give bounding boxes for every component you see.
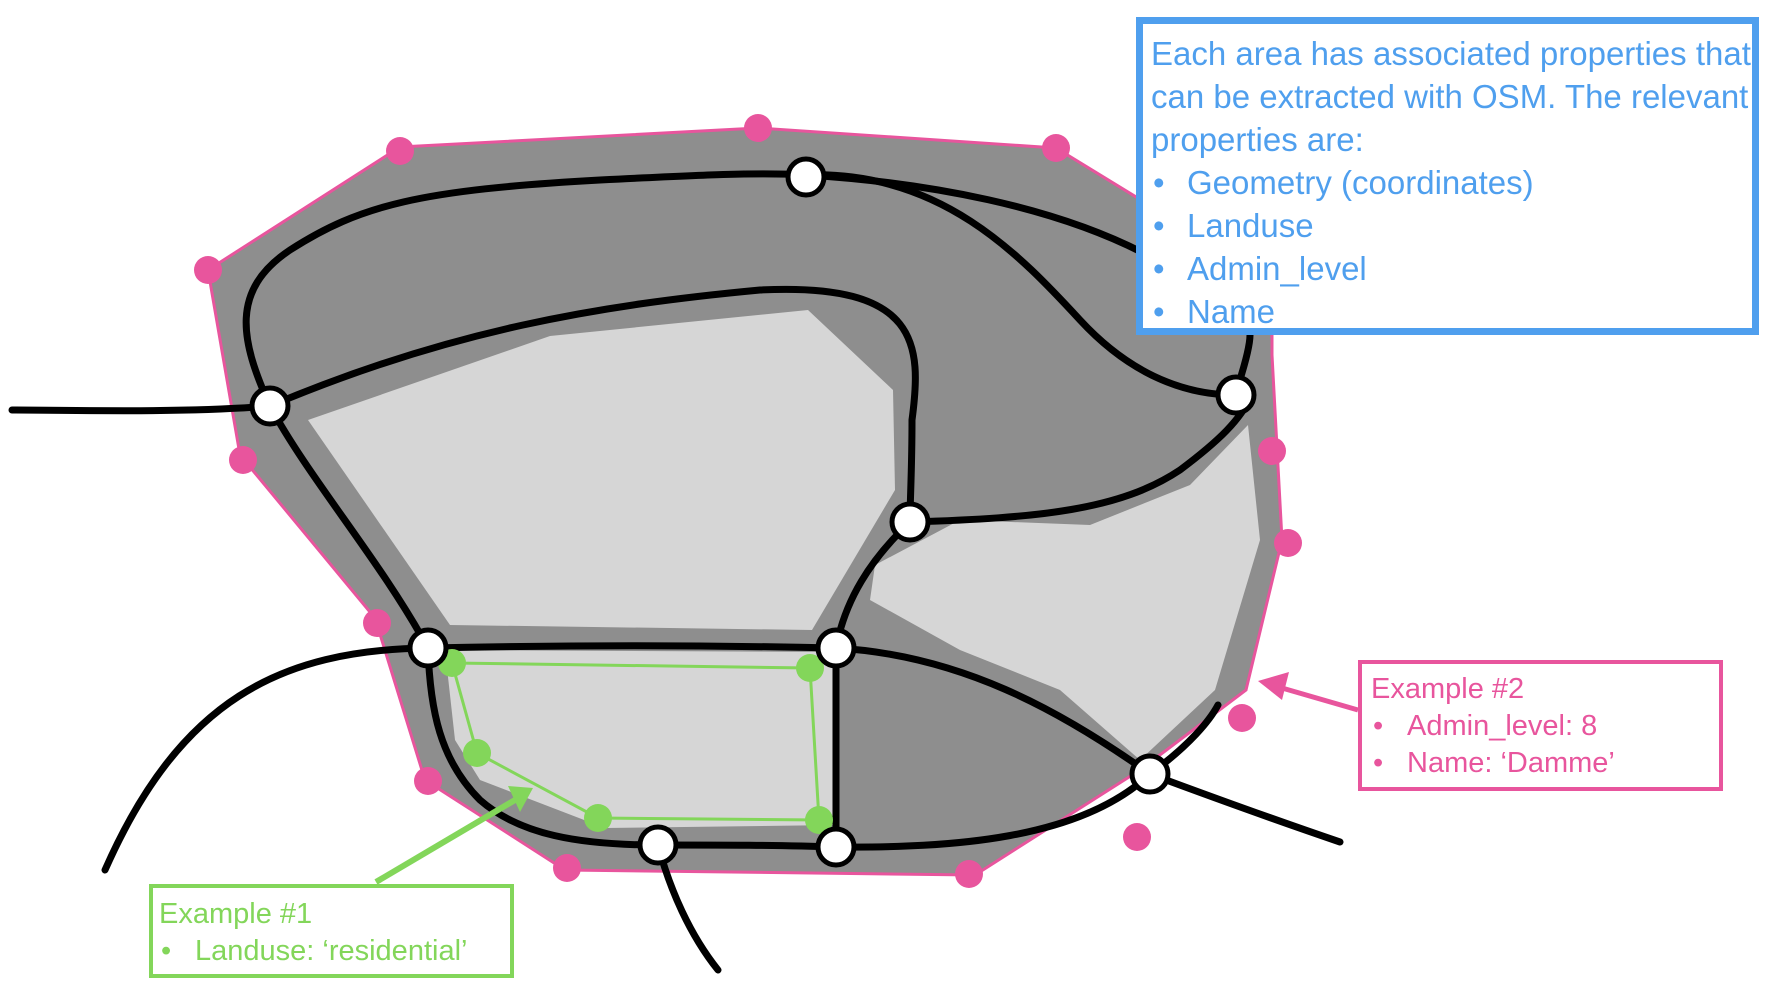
osm-properties-info-box: Each area has associated properties that… (1136, 17, 1759, 335)
landuse-residential-outline (450, 661, 821, 822)
road-east-exit (1146, 770, 1344, 846)
road-network (8, 170, 1344, 974)
road-east-top (802, 171, 1239, 399)
info-box-property-list: Geometry (coordinates) Landuse Admin_lev… (1151, 161, 1752, 333)
road-south-bottom (654, 770, 1154, 851)
road-southeast (832, 644, 1154, 778)
info-property-item: Admin_level (1151, 247, 1752, 290)
info-property-item: Geometry (coordinates) (1151, 161, 1752, 204)
example1-item: Landuse: ‘residential’ (159, 933, 510, 970)
example1-arrow (374, 786, 533, 885)
road-north-loop (242, 170, 1164, 410)
example1-list: Landuse: ‘residential’ (159, 933, 510, 970)
light-area-top (308, 310, 895, 630)
road-west-south (266, 402, 432, 652)
info-property-item: Landuse (1151, 204, 1752, 247)
light-area-bottom-left (445, 650, 838, 828)
road-cross-main (424, 642, 840, 652)
example2-item: Admin_level: 8 (1371, 708, 1719, 745)
example2-list: Admin_level: 8 Name: ‘Damme’ (1371, 708, 1719, 782)
example1-box: Example #1 Landuse: ‘residential’ (149, 884, 514, 978)
info-property-item: Name (1151, 290, 1752, 333)
admin-boundary-vertices (194, 114, 1302, 888)
road-east-arc (906, 391, 1256, 526)
road-southwest-curve (101, 644, 432, 874)
light-area-right (870, 425, 1260, 760)
road-west-entry (8, 402, 274, 415)
road-middle-top (266, 285, 919, 526)
landuse-vertices (438, 649, 833, 834)
road-nodes (249, 156, 1257, 868)
example1-title: Example #1 (159, 898, 313, 930)
example2-item: Name: ‘Damme’ (1371, 745, 1719, 782)
example2-box: Example #2 Admin_level: 8 Name: ‘Damme’ (1358, 660, 1723, 791)
example2-title: Example #2 (1371, 673, 1525, 705)
road-south-arc (424, 644, 662, 849)
example2-arrow (1258, 672, 1359, 713)
info-box-description: Each area has associated properties that… (1151, 35, 1751, 158)
